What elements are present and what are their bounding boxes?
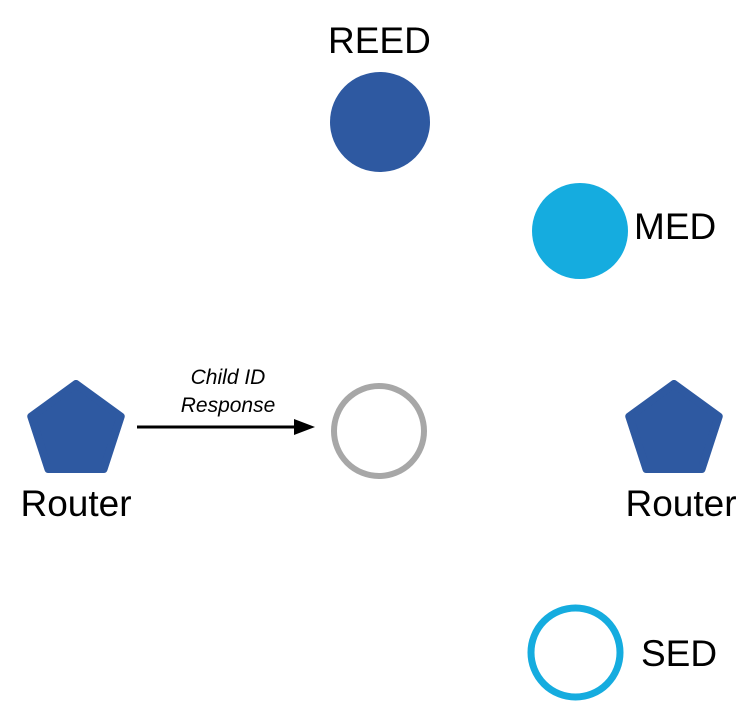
sed-circle-shape: [527, 604, 624, 701]
med-circle-shape: [532, 183, 628, 279]
router-right-label: Router: [625, 483, 737, 524]
router-right-pentagon-shape: [625, 380, 723, 473]
reed-label: REED: [328, 20, 431, 61]
med-circle-icon: [532, 183, 628, 279]
med-label: MED: [634, 206, 717, 247]
child-id-response-arrow: [137, 419, 315, 435]
reed-circle-icon: [330, 72, 430, 172]
child-id-response-label: Child ID Response: [180, 366, 276, 417]
router-left-pentagon-shape: [27, 380, 125, 473]
joining-child-circle-shape: [331, 383, 427, 479]
sed-circle-icon: [527, 604, 624, 701]
router-left-label: Router: [20, 483, 132, 524]
router-left-pentagon-icon: [27, 380, 125, 473]
router-right-pentagon-icon: [625, 380, 723, 473]
sed-label: SED: [641, 633, 718, 674]
arrow-head-icon: [294, 419, 315, 435]
reed-circle-shape: [330, 72, 430, 172]
joining-child-circle-icon: [331, 383, 427, 479]
